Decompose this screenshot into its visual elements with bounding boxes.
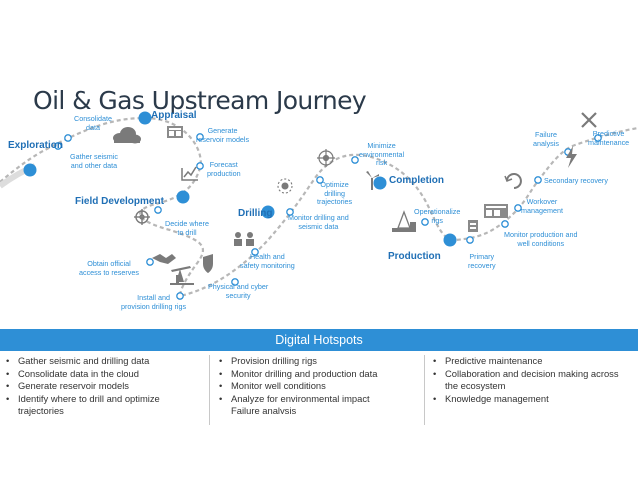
- hotspot-item: Collaboration and decision making across…: [433, 368, 630, 393]
- workers-icon: [234, 232, 254, 246]
- step-marker-physical: [231, 278, 239, 286]
- stage-label-appraisal: Appraisal: [151, 110, 197, 121]
- step-label-decide-where-to-drill: Decide where to drill: [165, 219, 209, 237]
- hotspot-item: Knowledge management: [433, 393, 636, 406]
- step-marker-monitor-drilling: [286, 208, 294, 216]
- stage-dot-exploration: [23, 163, 37, 177]
- step-label-generate-reservoir-models: Generate reservoir models: [196, 126, 250, 144]
- tools-icon: [581, 112, 597, 128]
- cloud-icon: [113, 127, 141, 144]
- step-marker-primary: [466, 236, 474, 244]
- step-marker-predictive: [594, 134, 602, 142]
- step-marker-gather: [54, 142, 62, 150]
- hotspots-band: Digital Hotspots: [0, 329, 638, 351]
- step-marker-minimize: [351, 156, 359, 164]
- stage-label-exploration: Exploration: [8, 140, 64, 151]
- step-marker-optimize: [316, 176, 324, 184]
- data-sheet-icon: [167, 126, 183, 138]
- step-marker-operationalize: [421, 218, 429, 226]
- oil-rig-icon: [392, 210, 416, 232]
- step-label-primary-recovery: Primary recovery: [468, 252, 496, 270]
- hotspot-item: Failure analysis: [231, 405, 422, 414]
- step-label-monitor-production-well: Monitor production and well conditions: [504, 230, 578, 248]
- step-marker-obtain: [146, 258, 154, 266]
- step-marker-monitor-production: [501, 220, 509, 228]
- hotspot-item: Identify where to drill and optimize tra…: [6, 393, 198, 418]
- step-marker-consolidate: [64, 134, 72, 142]
- refresh-icon: [504, 173, 522, 189]
- shield-icon: [203, 254, 213, 273]
- step-label-forecast-production: Forecast production: [207, 160, 241, 178]
- drone-icon: [317, 149, 335, 167]
- target-icon: [134, 209, 150, 225]
- hotspots-heading: Digital Hotspots: [275, 333, 363, 347]
- chart-icon: [181, 166, 198, 181]
- step-marker-forecast: [196, 162, 204, 170]
- step-marker-decide: [154, 206, 162, 214]
- step-marker-install: [176, 292, 184, 300]
- oil-tanks-icon: [484, 204, 508, 218]
- stage-label-field-development: Field Development: [75, 196, 164, 207]
- step-label-operationalize-rigs: Operationalize rigs: [414, 207, 461, 225]
- stage-dot-appraisal: [138, 111, 152, 125]
- stage-dot-production: [443, 233, 457, 247]
- hotspot-item: Generate reservoir models: [6, 380, 209, 393]
- hotspot-item: Monitor drilling and production data: [219, 368, 422, 381]
- step-label-physical-cyber-security: Physical and cyber security: [208, 282, 269, 300]
- column-divider: [209, 355, 210, 425]
- hotspot-item: Predictive maintenance: [433, 355, 636, 368]
- hotspot-item: Monitor well conditions: [219, 380, 422, 393]
- hotspots-column-2: Provision drilling rigs Monitor drilling…: [213, 351, 422, 427]
- step-label-monitor-drilling-seismic: Monitor drilling and seismic data: [288, 213, 349, 231]
- step-label-install-provision-rigs: Install and provision drilling rigs: [121, 293, 187, 311]
- stage-dot-completion: [373, 176, 387, 190]
- column-divider: [424, 355, 425, 425]
- step-label-failure-analysis: Failure analysis: [533, 130, 559, 148]
- step-label-consolidate-data: Consolidate data: [74, 114, 112, 132]
- step-marker-health: [251, 248, 259, 256]
- stage-label-drilling: Drilling: [238, 208, 273, 219]
- hotspot-item: Gather seismic and drilling data: [6, 355, 209, 368]
- stage-label-production: Production: [388, 251, 441, 262]
- page-title: Oil & Gas Upstream Journey: [33, 86, 367, 115]
- step-marker-workover: [514, 204, 522, 212]
- step-label-predictive-maintenance: Predictive maintenance: [588, 129, 630, 147]
- hotspot-item: Consolidate data in the cloud: [6, 368, 209, 381]
- hotspot-item: Provision drilling rigs: [219, 355, 422, 368]
- seismic-network-icon: [277, 178, 293, 194]
- stage-label-completion: Completion: [389, 175, 444, 186]
- step-marker-generate: [196, 133, 204, 141]
- wind-turbine-icon: [366, 171, 379, 190]
- pump-jack-icon: [170, 266, 194, 285]
- lightning-icon: [566, 146, 577, 168]
- data-sheet-icon: [468, 220, 478, 232]
- journey-path: [0, 116, 638, 298]
- step-label-optimize-trajectories: Optimize drilling trajectories: [317, 180, 353, 207]
- step-marker-secondary: [534, 176, 542, 184]
- step-label-workover-management: Workover management: [521, 197, 563, 215]
- step-label-minimize-env-risk: Minimize environmental risk: [359, 141, 405, 168]
- handshake-icon: [152, 254, 176, 264]
- step-label-health-safety-monitoring: Health and safety monitoring: [240, 252, 295, 270]
- stage-dot-field-development: [176, 190, 190, 204]
- hotspot-item: Analyze for environmental impact: [219, 393, 422, 406]
- step-label-secondary-recovery: Secondary recovery: [544, 176, 608, 185]
- stage-dot-drilling: [261, 205, 275, 219]
- hotspots-column-1: Gather seismic and drilling data Consoli…: [0, 351, 209, 427]
- hotspots-column-3: Predictive maintenance Collaboration and…: [427, 351, 636, 427]
- step-label-gather-seismic: Gather seismic and other data: [70, 152, 118, 170]
- step-label-obtain-official-access: Obtain official access to reserves: [79, 259, 139, 277]
